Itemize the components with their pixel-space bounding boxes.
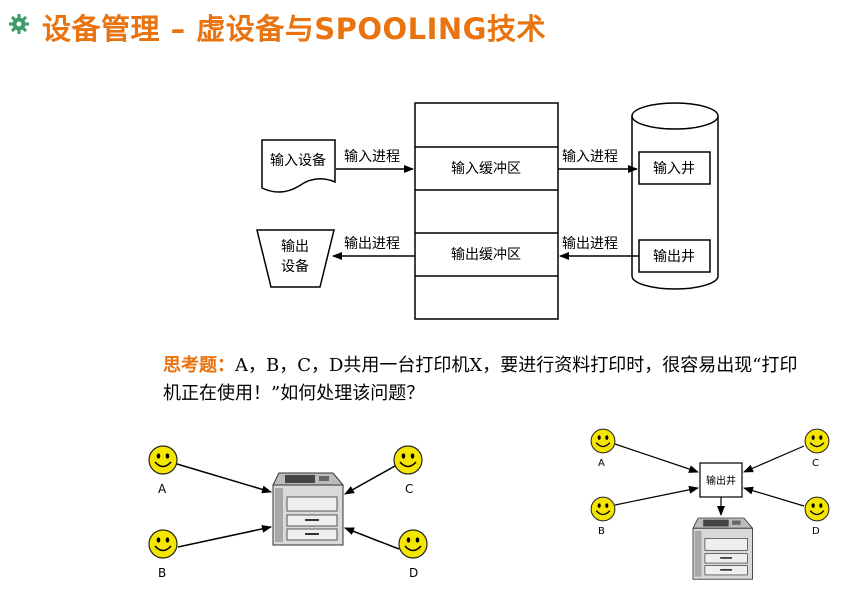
input-buffer-label: 输入缓冲区 [451,161,521,177]
buffer-column [414,102,559,320]
right-scene [590,428,830,580]
question-text: A，B，C，D共用一台打印机X，要进行资料打印时，很容易出现“打印机正在使用！”… [163,355,798,404]
right-hub-label: 输出井 [706,474,736,487]
right-user-d: D [812,526,820,537]
input-process-label-right: 输入进程 [562,149,618,165]
title-bar: 设备管理 – 虚设备与SPOOLING技术 [0,0,843,52]
output-well-label: 输出井 [653,249,695,265]
question-block: 思考题：A，B，C，D共用一台打印机X，要进行资料打印时，很容易出现“打印机正在… [163,352,813,408]
smiley-icon [148,445,178,475]
smiley-icon [590,496,616,522]
output-well-box [638,239,711,273]
smiley-icon [398,529,428,559]
left-scene [148,445,428,559]
smiley-icon [804,496,830,522]
input-process-label-left: 输入进程 [344,149,400,165]
page-title: 设备管理 – 虚设备与SPOOLING技术 [42,12,546,46]
output-device-shape [256,229,335,288]
right-hub-box [699,462,743,498]
right-user-c: C [812,458,819,469]
gear-bullet-icon [9,14,29,34]
left-user-c: C [405,482,413,496]
question-label: 思考题： [163,355,235,376]
right-user-b: B [598,526,605,537]
output-process-label-right: 输出进程 [562,236,618,252]
right-user-a: A [598,458,605,469]
left-user-b: B [158,566,166,580]
smiley-icon [590,428,616,454]
smiley-icon [804,428,830,454]
input-device-shape [261,139,336,193]
left-user-a: A [158,482,167,496]
smiley-icon [148,529,178,559]
output-process-label-left: 输出进程 [344,236,400,252]
input-device-label: 输入设备 [270,152,326,169]
input-well-label: 输入井 [653,161,695,177]
output-device-label-2: 设备 [281,258,309,275]
input-well-box [638,151,711,185]
output-buffer-label: 输出缓冲区 [451,247,521,263]
smiley-icon [393,445,423,475]
left-user-d: D [409,566,418,580]
output-device-label-1: 输出 [281,239,309,255]
